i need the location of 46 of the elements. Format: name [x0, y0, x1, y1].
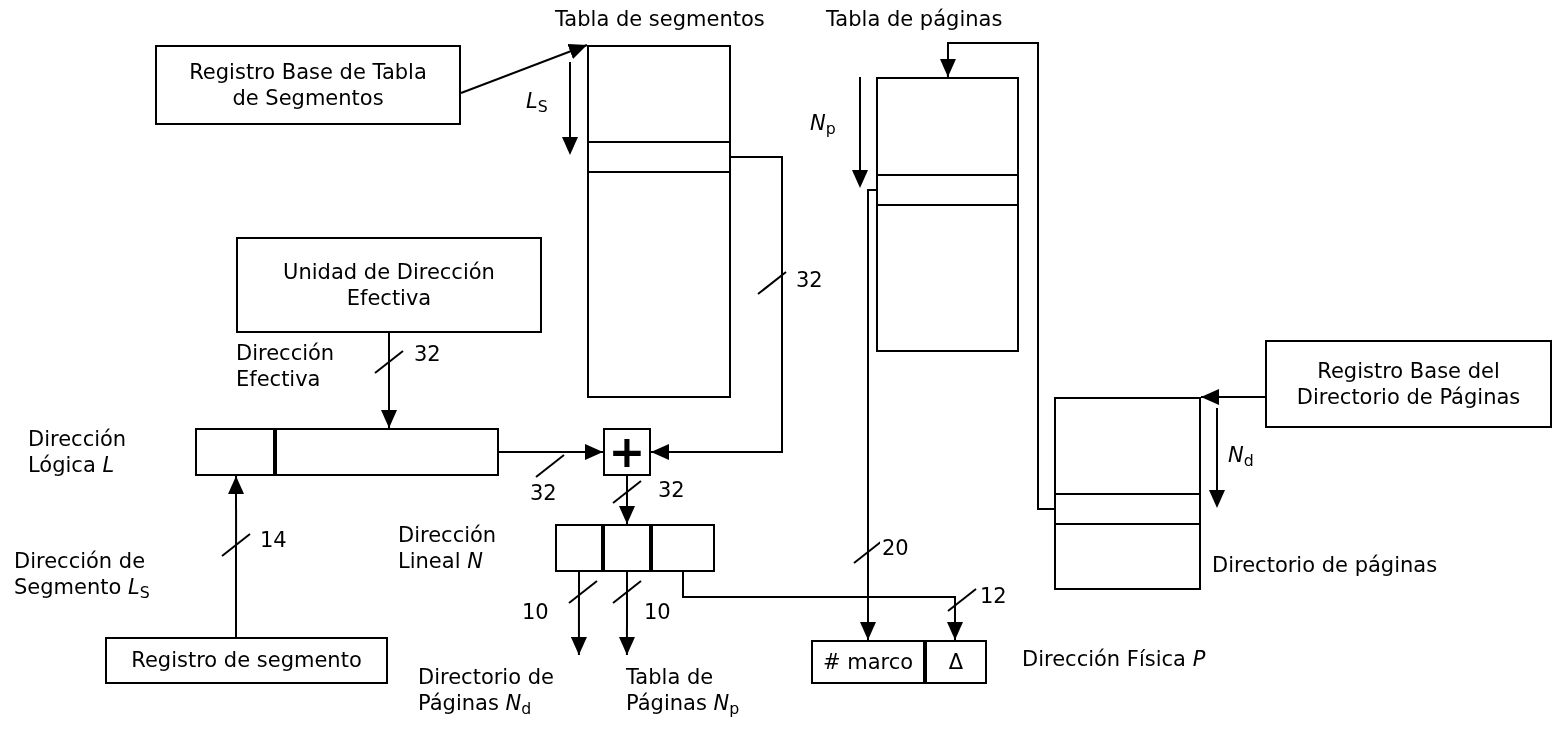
table-entry [876, 174, 1019, 206]
node-caption: Tabla de segmentos [555, 6, 765, 33]
address-register [811, 640, 987, 684]
plus-sign: + [608, 430, 646, 474]
node-text: Registro de segmento [130, 647, 363, 674]
arrow [381, 332, 397, 429]
arrow [460, 43, 588, 94]
node-caption: Directorio de páginas [1212, 552, 1438, 579]
address-register [555, 524, 715, 572]
register-box [1265, 340, 1552, 428]
page-directory [1054, 397, 1201, 590]
node-text: Unidad de Dirección Efectiva [282, 258, 496, 312]
register-box [105, 637, 388, 684]
node-text: # marco [821, 648, 915, 676]
annotation-text: N$_{p}$ [810, 110, 836, 137]
node-text: Tabla de Páginas N$_{p}$ [625, 663, 741, 717]
address-field [603, 524, 651, 572]
table-entry [1054, 493, 1201, 525]
register-box [155, 45, 461, 125]
table-entry [587, 141, 731, 173]
node-text: Registro Base de Tabla de Segmentos [188, 58, 428, 112]
arrow [228, 475, 245, 638]
node-text: Δ [947, 648, 965, 676]
node-caption: Dirección Lineal N [398, 522, 498, 575]
arrow [682, 571, 963, 641]
annotation-text: L$_{S}$ [526, 88, 548, 115]
address-register [195, 428, 499, 476]
node-caption: Dirección Lógica L [28, 426, 128, 479]
segment-table [587, 45, 731, 398]
arrow [650, 156, 783, 460]
unit-box [236, 237, 542, 333]
arrow [619, 475, 635, 525]
arrow [498, 444, 604, 460]
arrow [1200, 389, 1266, 405]
node-caption: Tabla de páginas [826, 6, 1003, 33]
page-table [876, 77, 1019, 352]
annotation-text: N$_{d}$ [1228, 442, 1254, 469]
annotation-text: Dirección Efectiva [236, 340, 336, 393]
arrow [860, 189, 877, 641]
node-caption: Dirección Física P [1022, 646, 1206, 673]
arrow [570, 571, 587, 656]
annotation-text: Dirección de Segmento L$_{S}$ [14, 548, 151, 601]
node-text: Directorio de Páginas N$_{d}$ [417, 663, 555, 717]
arrow [939, 42, 1055, 510]
node-text: Registro Base del Directorio de Páginas [1295, 357, 1522, 411]
arrow [618, 571, 635, 656]
